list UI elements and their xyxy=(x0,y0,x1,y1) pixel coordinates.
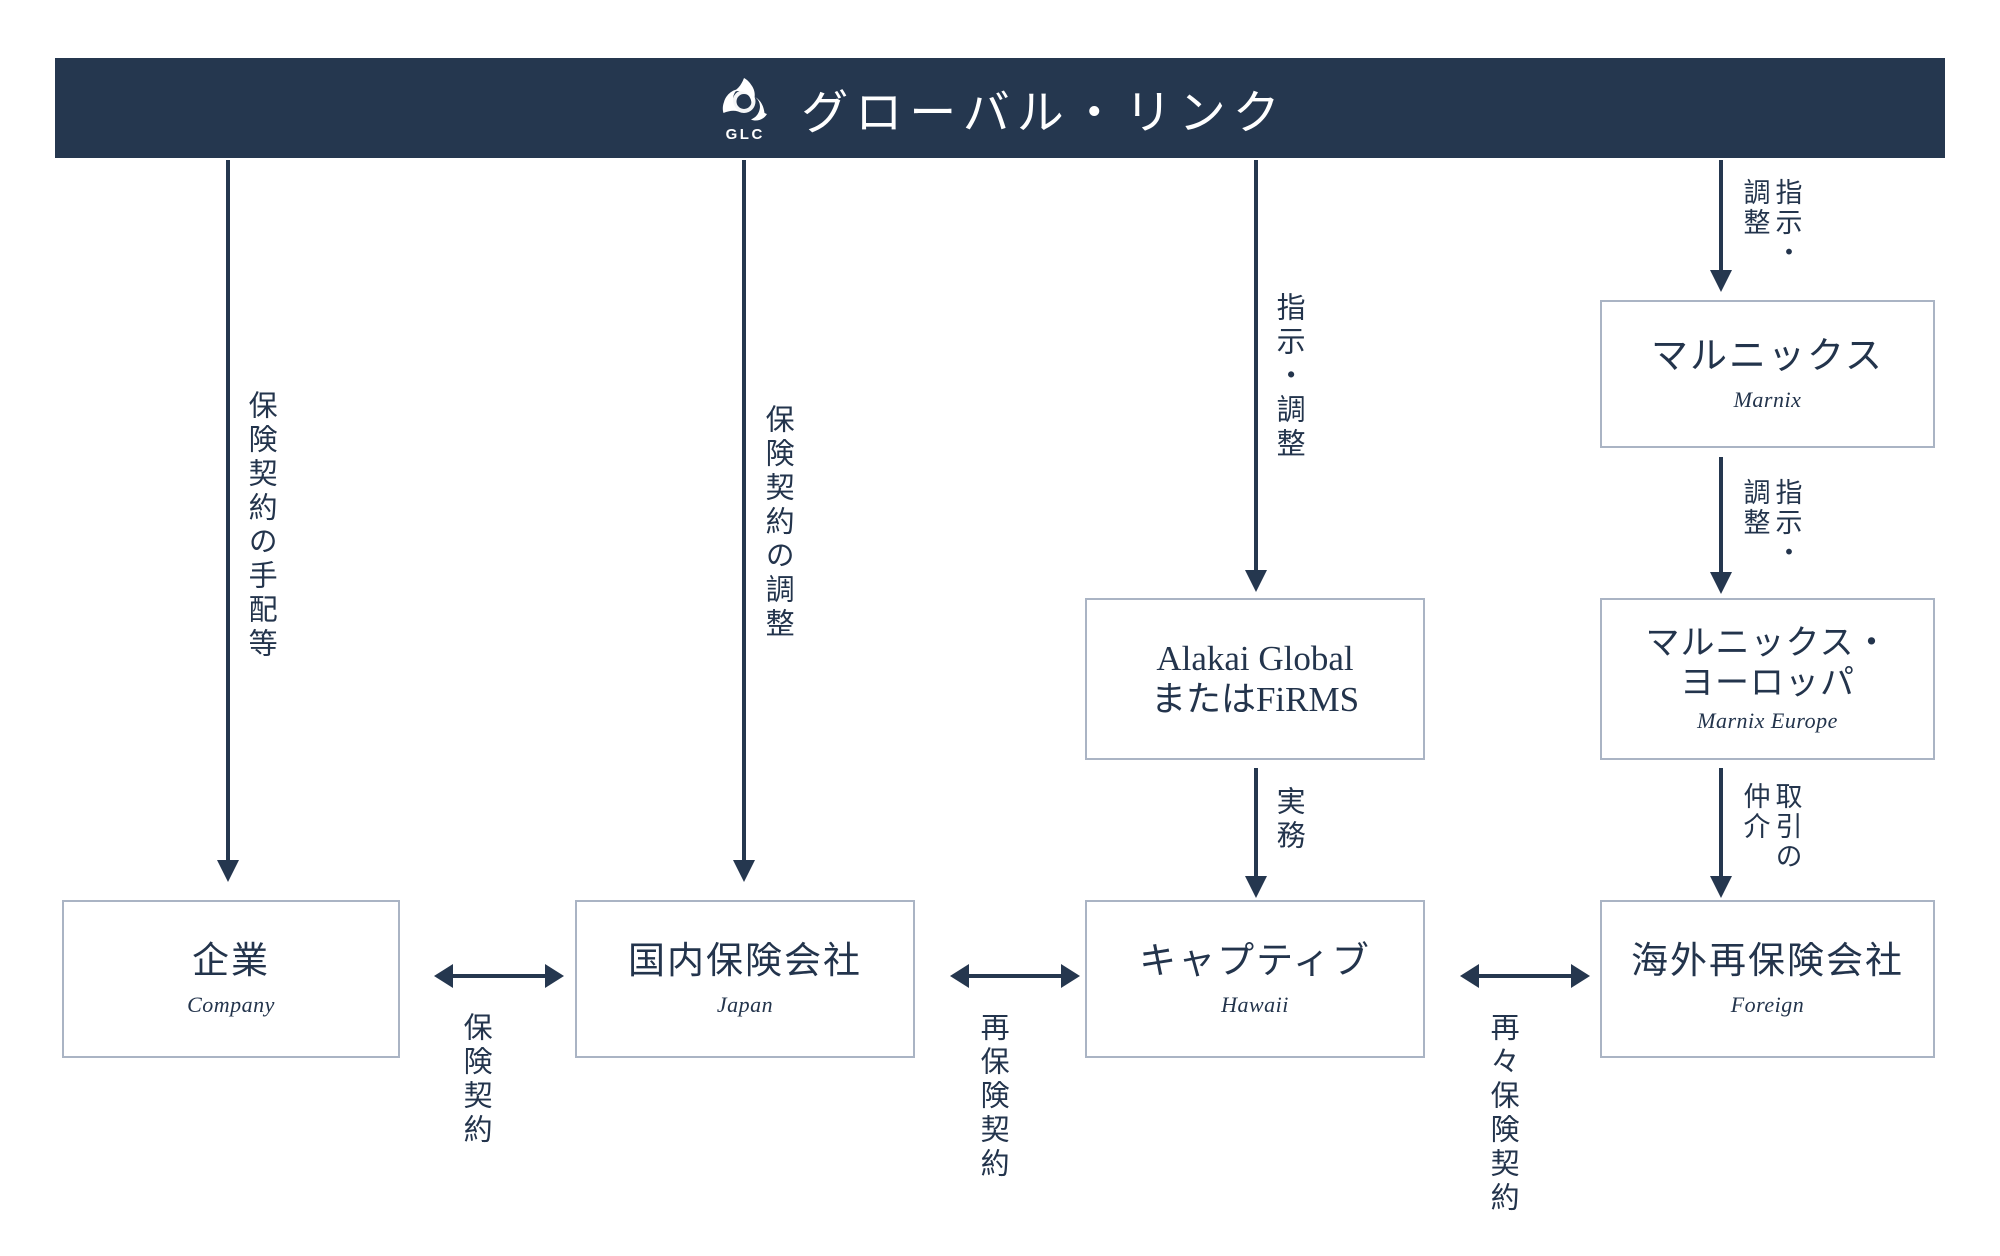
header-bar: GLC グローバル・リンク xyxy=(55,58,1945,158)
glc-logo: GLC xyxy=(713,75,775,142)
arrow-shaft xyxy=(226,160,230,860)
arrow-company-japan xyxy=(434,964,564,988)
arrow-shaft xyxy=(1719,457,1723,572)
node-captive-en: Hawaii xyxy=(1221,991,1289,1017)
node-marnix-jp: マルニックス xyxy=(1651,336,1884,378)
node-captive[interactable]: キャプティブ Hawaii xyxy=(1085,900,1425,1058)
node-marnix-europe[interactable]: マルニックス・ ヨーロッパ Marnix Europe xyxy=(1600,598,1935,760)
label-europe-to-foreign-part1: 取引の xyxy=(1771,782,1802,872)
node-japan-insurer-en: Japan xyxy=(716,991,774,1017)
glc-trefoil-icon xyxy=(723,77,768,121)
node-company[interactable]: 企業 Company xyxy=(62,900,400,1058)
node-japan-insurer-jp: 国内保険会社 xyxy=(628,941,862,983)
arrow-glc-to-alakai xyxy=(1245,160,1267,592)
arrow-head xyxy=(217,860,239,882)
page-title: グローバル・リンク xyxy=(801,87,1287,140)
node-foreign-reinsurer-jp: 海外再保険会社 xyxy=(1631,941,1904,983)
label-marnix-to-europe-part2: 調整 xyxy=(1739,478,1770,538)
arrow-head-left xyxy=(434,964,453,988)
arrow-head xyxy=(1245,570,1267,592)
arrow-head-right xyxy=(545,964,564,988)
node-foreign-reinsurer[interactable]: 海外再保険会社 Foreign xyxy=(1600,900,1935,1058)
node-company-jp: 企業 xyxy=(192,941,270,983)
node-foreign-reinsurer-en: Foreign xyxy=(1730,991,1805,1017)
arrow-head xyxy=(1245,876,1267,898)
arrow-shaft xyxy=(1254,768,1258,876)
arrow-shaft xyxy=(1719,160,1723,270)
arrow-glc-to-company xyxy=(217,160,239,882)
node-marnix-europe-line2: ヨーロッパ xyxy=(1680,665,1855,702)
arrow-head-left xyxy=(1460,964,1479,988)
arrow-glc-to-marnix xyxy=(1710,160,1732,292)
label-glc-to-company: 保険契約の手配等 xyxy=(244,390,277,662)
node-alakai-line2: またはFiRMS xyxy=(1150,680,1360,719)
label-europe-to-foreign-part2: 仲介 xyxy=(1739,782,1770,842)
arrow-alakai-to-captive xyxy=(1245,768,1267,898)
arrow-head-right xyxy=(1061,964,1080,988)
arrow-japan-captive xyxy=(950,964,1080,988)
arrow-shaft xyxy=(1719,768,1723,876)
label-alakai-to-captive: 実務 xyxy=(1272,786,1305,854)
node-marnix-en: Marnix xyxy=(1733,386,1802,412)
arrow-marnix-to-europe xyxy=(1710,457,1732,594)
node-marnix-europe-line1: マルニックス・ xyxy=(1645,624,1890,662)
arrow-shaft xyxy=(742,160,746,860)
node-japan-insurer[interactable]: 国内保険会社 Japan xyxy=(575,900,915,1058)
arrow-shaft xyxy=(966,974,1064,978)
label-captive-foreign: 再々保険契約 xyxy=(1486,1012,1519,1216)
label-japan-captive: 再保険契約 xyxy=(976,1012,1009,1182)
label-company-japan: 保険契約 xyxy=(459,1012,492,1148)
arrow-head-right xyxy=(1571,964,1590,988)
node-captive-jp: キャプティブ xyxy=(1139,941,1371,983)
arrow-head xyxy=(733,860,755,882)
arrow-head xyxy=(1710,572,1732,594)
arrow-head xyxy=(1710,270,1732,292)
node-alakai[interactable]: Alakai Global またはFiRMS xyxy=(1085,598,1425,760)
node-alakai-line1: Alakai Global xyxy=(1156,638,1354,678)
label-glc-to-japan: 保険契約の調整 xyxy=(761,404,794,642)
arrow-shaft xyxy=(1476,974,1574,978)
label-glc-to-alakai: 指示・調整 xyxy=(1272,292,1305,462)
arrow-head xyxy=(1710,876,1732,898)
node-marnix[interactable]: マルニックス Marnix xyxy=(1600,300,1935,448)
arrow-glc-to-japan xyxy=(733,160,755,882)
node-marnix-europe-en: Marnix Europe xyxy=(1697,708,1838,734)
node-company-en: Company xyxy=(187,991,275,1017)
glc-logo-text: GLC xyxy=(725,125,765,143)
label-glc-to-marnix-part2: 調整 xyxy=(1739,178,1770,238)
arrow-captive-foreign xyxy=(1460,964,1590,988)
arrow-head-left xyxy=(950,964,969,988)
arrow-shaft xyxy=(450,974,548,978)
label-glc-to-marnix-part1: 指示・ xyxy=(1771,178,1802,268)
arrow-europe-to-foreign xyxy=(1710,768,1732,898)
arrow-shaft xyxy=(1254,160,1258,570)
label-marnix-to-europe-part1: 指示・ xyxy=(1771,478,1802,568)
